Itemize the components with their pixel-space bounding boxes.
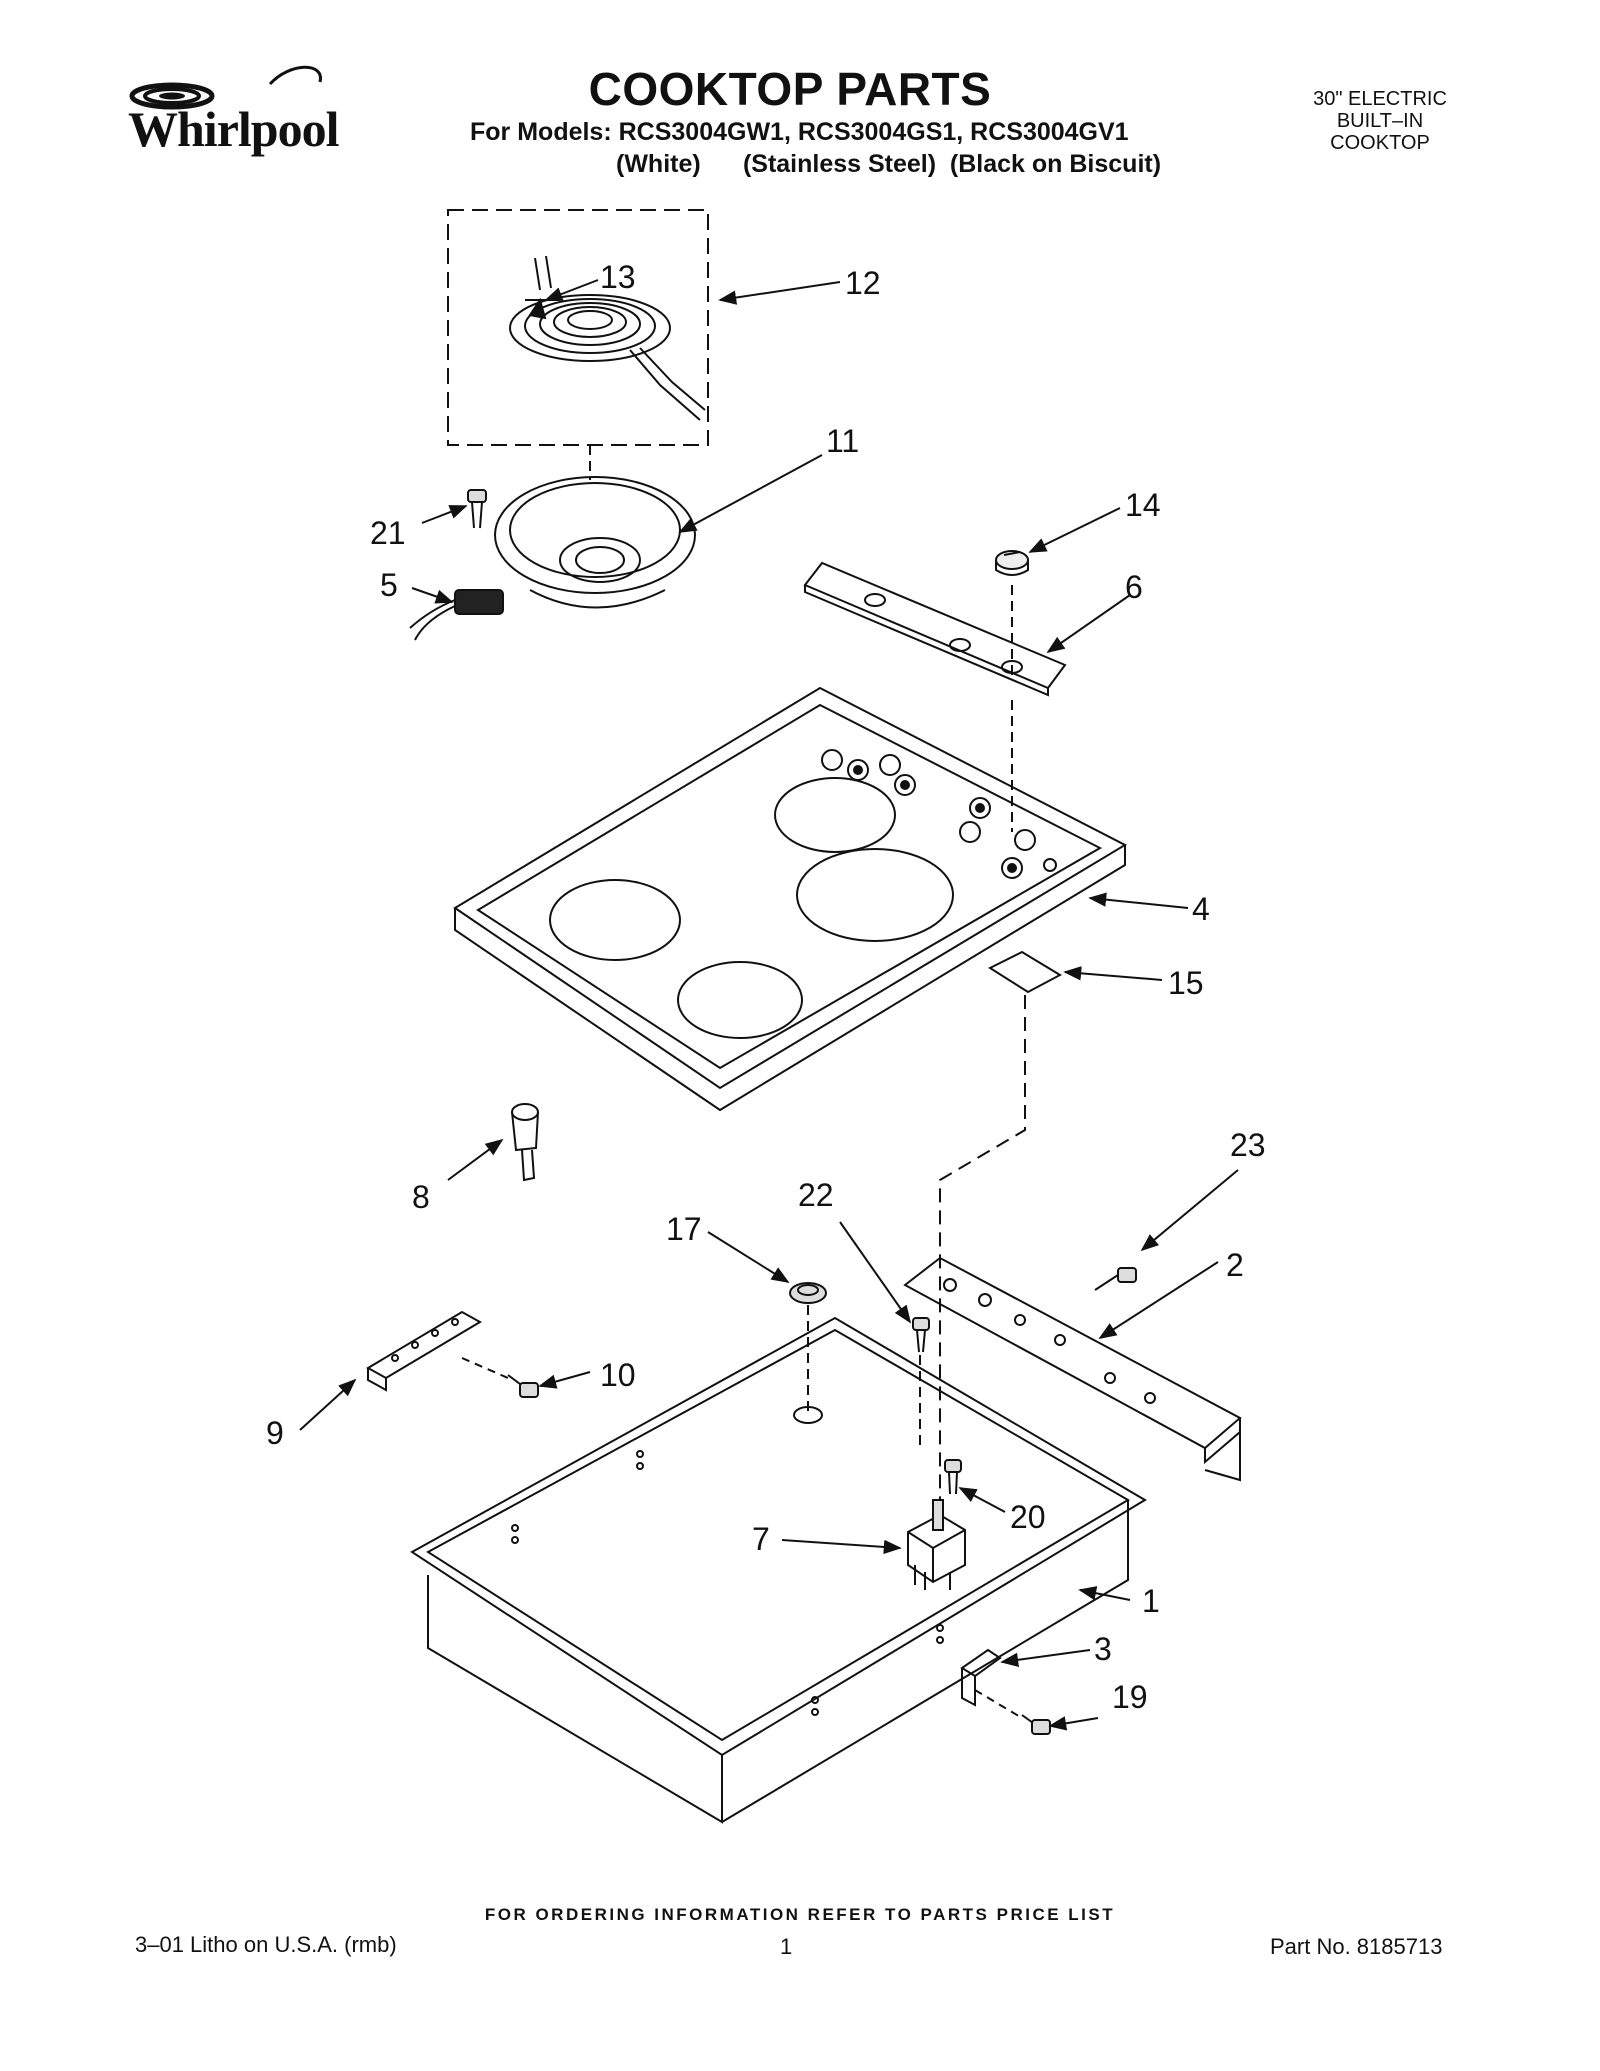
callout-15: 15 bbox=[1168, 965, 1204, 1001]
gasket bbox=[987, 950, 1063, 994]
callout-6: 6 bbox=[1125, 569, 1143, 605]
callout-13: 13 bbox=[600, 259, 636, 295]
callout-7: 7 bbox=[752, 1521, 770, 1557]
screw-23 bbox=[1094, 1267, 1137, 1291]
terminal-block bbox=[409, 589, 504, 641]
indicator-light bbox=[511, 1103, 539, 1182]
callout-2: 2 bbox=[1226, 1247, 1244, 1283]
variant-black-biscuit: (Black on Biscuit) bbox=[949, 150, 1162, 178]
callout-10: 10 bbox=[600, 1357, 636, 1393]
clip-bracket bbox=[960, 1648, 1002, 1707]
screw-10 bbox=[507, 1374, 539, 1398]
cooktop-base bbox=[410, 1316, 1147, 1824]
page-number: 1 bbox=[780, 1934, 793, 1959]
callout-4: 4 bbox=[1192, 891, 1210, 927]
mounting-bracket bbox=[365, 1310, 483, 1392]
control-panel-overlay bbox=[803, 561, 1067, 697]
drip-bowl bbox=[494, 476, 696, 609]
callout-19: 19 bbox=[1112, 1679, 1148, 1715]
callout-23: 23 bbox=[1230, 1127, 1266, 1163]
callout-11: 11 bbox=[826, 423, 859, 459]
screw-22 bbox=[912, 1317, 930, 1353]
callout-21: 21 bbox=[370, 515, 406, 551]
models-line: For Models: RCS3004GW1, RCS3004GS1, RCS3… bbox=[470, 118, 1129, 146]
callout-12: 12 bbox=[845, 265, 881, 301]
callout-14: 14 bbox=[1125, 487, 1161, 523]
control-knob bbox=[995, 550, 1029, 576]
screw-20 bbox=[944, 1459, 962, 1495]
callout-20: 20 bbox=[1010, 1499, 1046, 1535]
grommet bbox=[789, 1282, 827, 1304]
callout-numbers: 1 2 3 4 5 6 7 8 9 10 11 12 13 14 15 17 1… bbox=[266, 259, 1266, 1715]
variant-white: (White) bbox=[616, 150, 701, 178]
leader-lines bbox=[299, 279, 1239, 1731]
part-number: Part No. 8185713 bbox=[1270, 1934, 1443, 1959]
callout-5: 5 bbox=[380, 567, 398, 603]
main-cooktop bbox=[453, 686, 1128, 1112]
whirlpool-logo bbox=[129, 65, 322, 110]
callout-22: 22 bbox=[798, 1177, 834, 1213]
variant-stainless: (Stainless Steel) bbox=[742, 150, 937, 178]
appliance-type: 30" ELECTRIC BUILT–IN COOKTOP bbox=[1310, 88, 1450, 154]
brand-wordmark: Whirlpool bbox=[128, 101, 339, 157]
appliance-type-line: COOKTOP bbox=[1330, 132, 1430, 154]
appliance-type-line: BUILT–IN bbox=[1336, 110, 1424, 132]
litho-note: 3–01 Litho on U.S.A. (rmb) bbox=[135, 1932, 397, 1957]
control-bracket bbox=[903, 1256, 1242, 1482]
model-variants: (White) (Stainless Steel) (Black on Bisc… bbox=[616, 150, 1161, 179]
callout-8: 8 bbox=[412, 1179, 430, 1215]
element-support bbox=[528, 297, 547, 320]
surface-element bbox=[447, 209, 709, 446]
appliance-type-line: 30" ELECTRIC bbox=[1313, 88, 1447, 110]
callout-3: 3 bbox=[1094, 1631, 1112, 1667]
screw-21 bbox=[467, 489, 487, 529]
screw-19 bbox=[1021, 1714, 1051, 1735]
callout-1: 1 bbox=[1142, 1583, 1160, 1619]
page-title: COOKTOP PARTS bbox=[588, 63, 992, 115]
callout-9: 9 bbox=[266, 1415, 284, 1451]
ordering-note: FOR ORDERING INFORMATION REFER TO PARTS … bbox=[484, 1905, 1116, 1924]
callout-17: 17 bbox=[666, 1211, 702, 1247]
infinite-switch bbox=[907, 1499, 966, 1590]
